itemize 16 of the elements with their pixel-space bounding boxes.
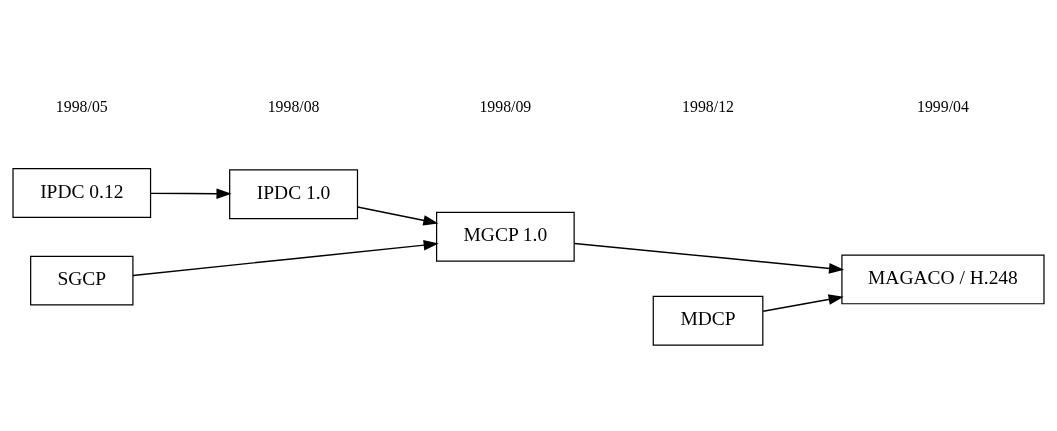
node-box: MAGACO / H.248 xyxy=(841,254,1045,305)
label: 1998/08 xyxy=(267,97,320,115)
label: 1998/05 xyxy=(55,97,108,115)
node-box: SGCP xyxy=(30,255,134,306)
label: 1998/09 xyxy=(479,97,532,115)
arrow xyxy=(573,242,845,274)
node-box: MDCP xyxy=(652,295,764,346)
node-box: MGCP 1.0 xyxy=(436,211,575,262)
arrow xyxy=(150,188,232,200)
arrow xyxy=(132,239,439,277)
arrow xyxy=(762,294,844,312)
arrow xyxy=(356,206,439,226)
label: 1999/04 xyxy=(917,97,969,115)
node-box: IPDC 1.0 xyxy=(229,169,359,220)
label: 1998/12 xyxy=(682,97,734,115)
node-box: IPDC 0.12 xyxy=(12,168,152,218)
